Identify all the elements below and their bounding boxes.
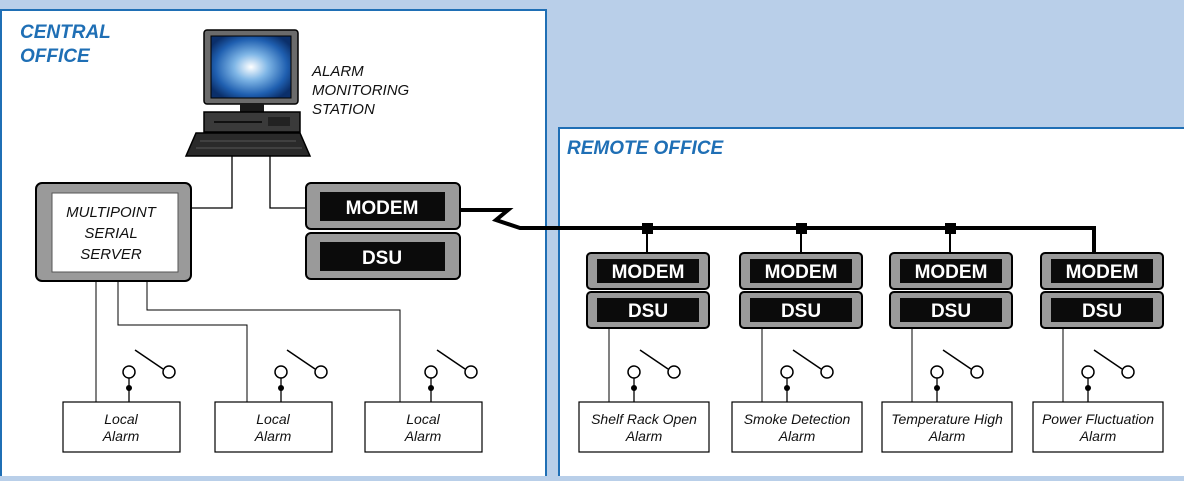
central-dsu-label: DSU bbox=[362, 248, 402, 269]
remote-office-title: REMOTE OFFICE bbox=[567, 138, 725, 159]
remote-alarm-label-line1: Smoke Detection bbox=[744, 411, 851, 427]
remote-alarm-box bbox=[881, 401, 1013, 453]
local-alarm-box bbox=[364, 401, 483, 453]
local-alarm-wiring bbox=[95, 281, 401, 402]
local-alarm-label-line1: Local bbox=[406, 411, 440, 427]
alarm-switch-icon bbox=[274, 349, 328, 402]
remote-alarm-label-line2: Alarm bbox=[928, 428, 966, 444]
station-label-line3: STATION bbox=[312, 101, 375, 118]
remote-dsu-label: DSU bbox=[628, 301, 668, 322]
remote-modem-label: MODEM bbox=[765, 262, 838, 283]
station-label-line1: ALARM bbox=[311, 63, 364, 80]
alarm-switch-icon bbox=[122, 349, 176, 402]
server-label-line3: SERVER bbox=[80, 246, 142, 263]
remote-alarm-label-line1: Temperature High bbox=[891, 411, 1003, 427]
remote-alarm-box bbox=[578, 401, 710, 453]
local-alarm-box bbox=[62, 401, 181, 453]
central-modem bbox=[305, 182, 461, 230]
computer-icon bbox=[184, 29, 312, 157]
central-dsu bbox=[305, 232, 461, 280]
local-alarm-label-line2: Alarm bbox=[404, 428, 442, 444]
server-label-line1: MULTIPOINT bbox=[66, 204, 158, 221]
alarm-switch-icon bbox=[627, 349, 681, 402]
alarm-switch-icon bbox=[424, 349, 478, 402]
multipoint-serial-server bbox=[35, 182, 192, 282]
remote-alarm-box bbox=[731, 401, 863, 453]
remote-alarm-label-line1: Power Fluctuation bbox=[1042, 411, 1154, 427]
local-alarm-box bbox=[214, 401, 333, 453]
line-tap-connectors bbox=[642, 223, 956, 253]
remote-modem-label: MODEM bbox=[1066, 262, 1139, 283]
remote-dsu-label: DSU bbox=[1082, 301, 1122, 322]
central-office-title-line1: CENTRAL bbox=[20, 22, 111, 43]
server-label-line2: SERIAL bbox=[84, 225, 137, 242]
remote-dsu-label: DSU bbox=[931, 301, 971, 322]
local-alarm-label-line2: Alarm bbox=[102, 428, 140, 444]
remote-dsu-label: DSU bbox=[781, 301, 821, 322]
station-label-line2: MONITORING bbox=[312, 82, 410, 99]
computer-to-server-cable bbox=[190, 156, 233, 209]
local-alarm-label-line1: Local bbox=[256, 411, 290, 427]
central-modem-label: MODEM bbox=[346, 198, 419, 219]
remote-modem-label: MODEM bbox=[612, 262, 685, 283]
local-alarm-label-line2: Alarm bbox=[254, 428, 292, 444]
alarm-switch-icon bbox=[1081, 349, 1135, 402]
remote-alarm-label-line1: Shelf Rack Open bbox=[591, 411, 697, 427]
remote-alarm-label-line2: Alarm bbox=[778, 428, 816, 444]
alarm-switch-icon bbox=[930, 349, 984, 402]
remote-alarm-label-line2: Alarm bbox=[1079, 428, 1117, 444]
alarm-switch-icon bbox=[780, 349, 834, 402]
leased-line bbox=[460, 208, 1096, 253]
local-alarm-label-line1: Local bbox=[104, 411, 138, 427]
remote-modem-label: MODEM bbox=[915, 262, 988, 283]
computer-to-modem-cable bbox=[269, 156, 306, 209]
remote-alarm-label-line2: Alarm bbox=[625, 428, 663, 444]
central-office-title-line2: OFFICE bbox=[20, 46, 91, 67]
remote-alarm-box bbox=[1032, 401, 1164, 453]
